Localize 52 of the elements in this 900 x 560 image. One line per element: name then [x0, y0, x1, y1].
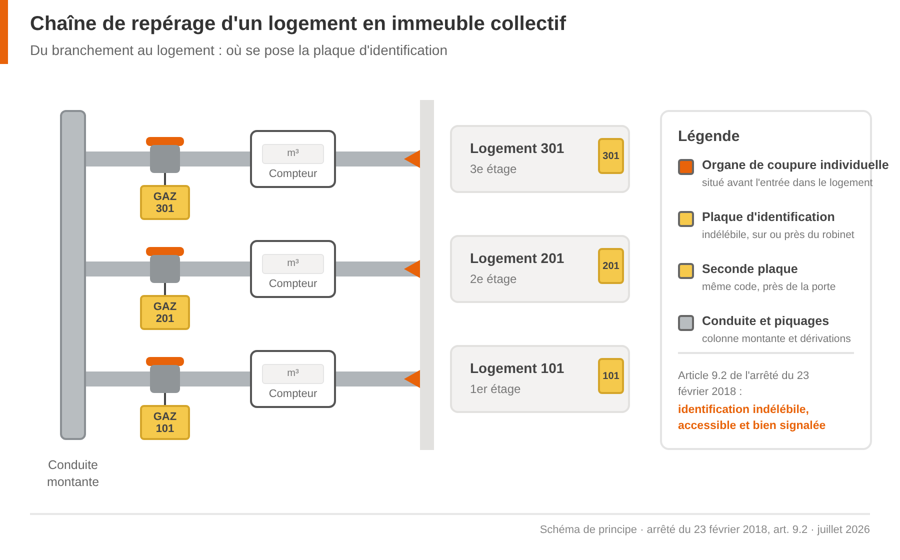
dwelling-name: Logement 301	[470, 140, 564, 156]
gas-meter	[250, 240, 336, 298]
meter-label: Compteur	[268, 168, 318, 180]
floor-label: 3e étage	[470, 162, 517, 176]
pipe	[336, 370, 420, 388]
pipe	[180, 372, 250, 386]
meter-display: m³	[262, 144, 324, 164]
legend-label: Conduite et piquages	[702, 314, 830, 328]
floor-label: 2e étage	[470, 272, 517, 286]
meter-label: Compteur	[268, 388, 318, 400]
connector-line	[164, 173, 166, 185]
subtitle: Du branchement au logement : où se pose la plaque d'identification	[30, 42, 448, 58]
legend-label: Seconde plaque	[702, 262, 798, 276]
floor-label: 1er étage	[470, 382, 521, 396]
legend-note: même code, près de la porte	[702, 281, 836, 293]
pipe	[336, 260, 420, 278]
footer-note: Schéma de principe · arrêté du 23 février 2018, art. 9.2 · juillet 2026	[540, 524, 870, 536]
pipe	[180, 152, 250, 166]
identification-plate: GAZ 201	[152, 301, 178, 325]
meter-label: Compteur	[268, 278, 318, 290]
legend-label: Plaque d'identification	[702, 210, 835, 224]
article-reference: Article 9.2 de l'arrêté du 23 février 2018 :	[678, 369, 810, 400]
connector-line	[164, 393, 166, 405]
legend-label: Organe de coupure individuelle	[702, 158, 889, 172]
identification-plate: GAZ 301	[152, 191, 178, 215]
title: Chaîne de repérage d'un logement en immeuble collectif	[30, 13, 566, 36]
pipe	[180, 262, 250, 276]
dwelling-card	[450, 345, 630, 413]
identification-plate: GAZ 101	[152, 411, 178, 435]
legend-title: Légende	[678, 128, 740, 145]
gas-meter	[250, 130, 336, 188]
pipe	[86, 372, 150, 386]
dwelling-card	[450, 125, 630, 193]
legend-note: situé avant l'entrée dans le logement	[702, 177, 873, 189]
dwelling-card	[450, 235, 630, 303]
wall	[420, 100, 434, 450]
key-requirement: identification indélébile, accessible et bien signalée	[678, 403, 827, 434]
meter-display: m³	[262, 364, 324, 384]
second-plate: 301	[602, 150, 620, 162]
pipe	[336, 150, 420, 168]
legend-note: indélébile, sur ou près du robinet	[702, 229, 854, 241]
pipe-label: Conduite montante	[46, 457, 100, 491]
gas-meter	[250, 350, 336, 408]
dwelling-name: Logement 201	[470, 250, 564, 266]
legend-note: colonne montante et dérivations	[702, 333, 851, 345]
dwelling-name: Logement 101	[470, 360, 564, 376]
connector-line	[164, 283, 166, 295]
pipe	[86, 262, 150, 276]
pipe	[86, 152, 150, 166]
second-plate: 101	[602, 370, 620, 382]
second-plate: 201	[602, 260, 620, 272]
meter-display: m³	[262, 254, 324, 274]
